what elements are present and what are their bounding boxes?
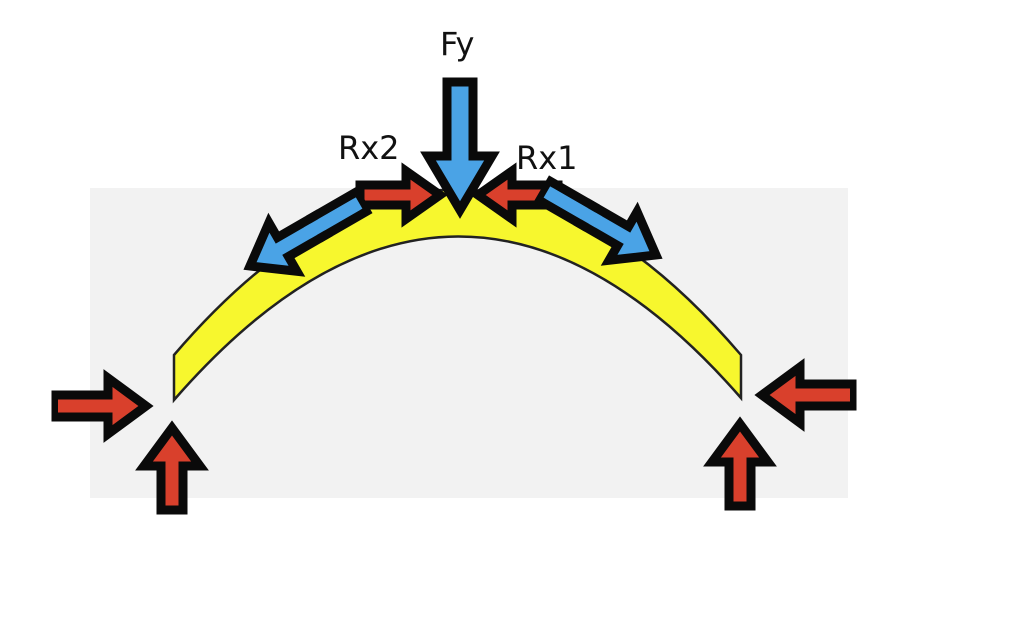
arch-shape: [172, 188, 743, 404]
left-support-horizontal-arrow: [51, 378, 146, 434]
right-support-horizontal-arrow: [762, 367, 857, 423]
fy-label: Fy: [440, 25, 475, 63]
rx2-diagonal-arrow: [236, 186, 373, 290]
rx1-diagonal-arrow: [533, 175, 670, 279]
rx1-label: Rx1: [516, 139, 578, 177]
left-support-vertical-arrow: [144, 428, 200, 510]
right-support-vertical-arrow: [712, 424, 768, 506]
rx2-label: Rx2: [338, 129, 400, 167]
